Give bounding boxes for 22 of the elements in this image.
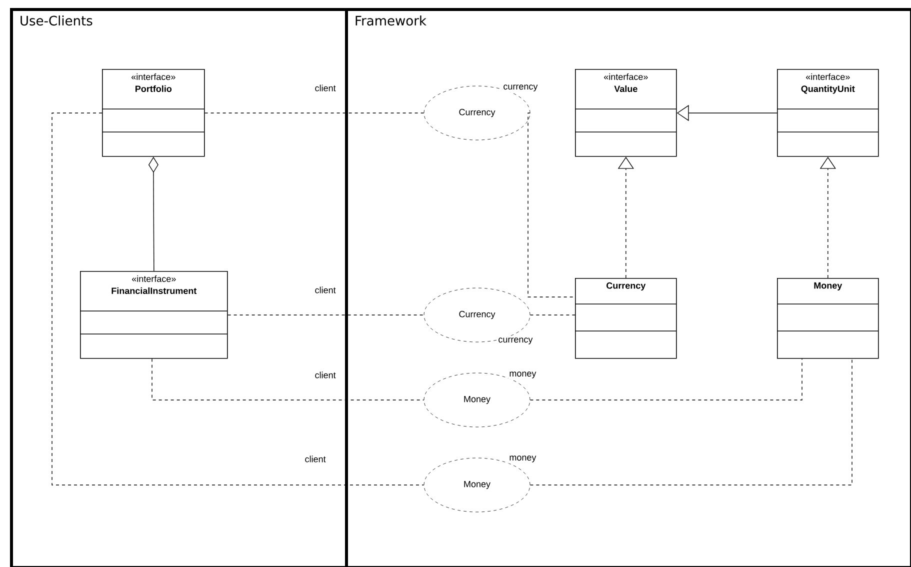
association-line	[227, 314, 424, 316]
association-line	[528, 112, 576, 298]
role-label: money	[508, 370, 538, 380]
association-line	[52, 112, 424, 486]
role-label: client	[314, 370, 337, 380]
role-label: money	[508, 454, 538, 464]
role-label: client	[314, 286, 337, 294]
class-box: «interface» QuantityUnit	[776, 69, 879, 157]
class-box: «interface» FinancialInstrument	[80, 271, 228, 359]
class-box: Money	[776, 278, 879, 359]
class-box: Currency	[574, 278, 677, 359]
role-label: currency	[497, 336, 534, 346]
association-line	[530, 358, 802, 400]
class-box: «interface» Value	[574, 69, 677, 157]
association-line	[152, 358, 424, 400]
role-label: currency	[502, 84, 539, 92]
class-box: «interface» Portfolio	[102, 69, 205, 157]
association-line	[530, 314, 576, 316]
role-label: client	[304, 454, 327, 464]
role-label: client	[314, 84, 337, 92]
association-line	[204, 112, 424, 114]
association-line	[530, 358, 852, 486]
